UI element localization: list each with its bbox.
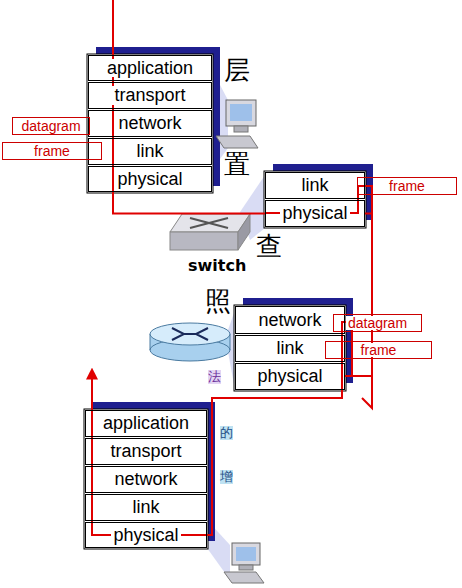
protocol-layer-box: link bbox=[235, 335, 345, 362]
layer-name: transport bbox=[108, 442, 183, 461]
stack-ground bbox=[87, 54, 213, 193]
layer-name: network bbox=[112, 470, 179, 489]
router-icon bbox=[150, 323, 230, 361]
protocol-layer-box: application bbox=[88, 55, 212, 81]
layer-name: network bbox=[256, 311, 323, 330]
layer-name: frame bbox=[32, 144, 72, 159]
pdu-tag-box: datagram bbox=[333, 314, 422, 332]
slide-text: 层 bbox=[224, 56, 250, 85]
protocol-layer-box: physical bbox=[85, 522, 207, 548]
slide-text: 照 bbox=[205, 287, 231, 316]
protocol-layer-box: physical bbox=[235, 363, 345, 390]
pdu-tag-box: frame bbox=[357, 177, 457, 195]
protocol-layer-box: link bbox=[85, 494, 207, 521]
slide-text: 置 bbox=[224, 150, 250, 179]
switch-icon bbox=[170, 214, 250, 250]
layer-name: datagram bbox=[346, 316, 409, 331]
protocol-layer-box: application bbox=[85, 410, 207, 437]
pdu-tag-box: frame bbox=[325, 341, 432, 359]
layer-name: transport bbox=[112, 86, 187, 105]
layer-name: application bbox=[101, 414, 191, 433]
layer-name: frame bbox=[387, 179, 427, 194]
layer-name: link bbox=[274, 339, 305, 358]
data-path bbox=[207, 390, 342, 535]
protocol-layer-box: physical bbox=[265, 200, 365, 227]
stack-ground bbox=[264, 171, 366, 228]
layer-name: physical bbox=[115, 170, 184, 189]
data-path bbox=[113, 192, 265, 214]
slide-text: 查 bbox=[256, 232, 282, 261]
layer-name: application bbox=[105, 59, 195, 78]
layer-name: network bbox=[116, 114, 183, 133]
note-text: 增 bbox=[220, 470, 233, 484]
layer-name: physical bbox=[280, 204, 349, 223]
layer-name: link bbox=[134, 142, 165, 161]
protocol-layer-box: transport bbox=[85, 438, 207, 465]
protocol-layer-box: network bbox=[235, 306, 345, 334]
layer-name: physical bbox=[255, 367, 324, 386]
layer-name: link bbox=[299, 176, 330, 195]
layer-name: physical bbox=[111, 526, 180, 545]
protocol-layer-box: network bbox=[85, 466, 207, 493]
stack-ground bbox=[84, 409, 208, 549]
protocol-layer-box: link bbox=[88, 138, 212, 165]
layer-name: frame bbox=[359, 343, 399, 358]
computer-icon bbox=[216, 100, 258, 148]
protocol-layer-box: physical bbox=[88, 166, 212, 192]
layer-name: datagram bbox=[19, 119, 82, 134]
protocol-layer-box: network bbox=[88, 110, 212, 137]
note-text: 的 bbox=[220, 426, 233, 440]
protocol-layer-box: transport bbox=[88, 82, 212, 109]
device-name: switch bbox=[188, 257, 246, 275]
protocol-layer-box: link bbox=[265, 172, 365, 199]
pdu-tag-box: datagram bbox=[12, 117, 90, 135]
note-text: 法 bbox=[208, 370, 221, 384]
pdu-tag-box: frame bbox=[2, 142, 102, 160]
computer-icon bbox=[224, 543, 264, 583]
layer-name: link bbox=[130, 498, 161, 517]
stack-ground bbox=[234, 305, 346, 391]
